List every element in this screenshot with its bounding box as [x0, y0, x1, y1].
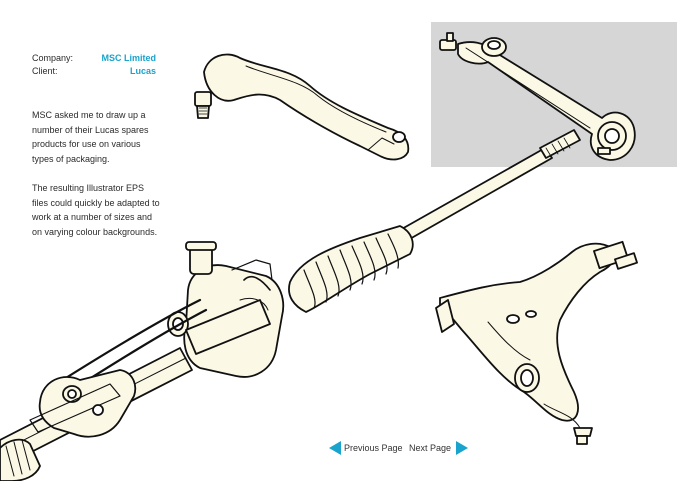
client-value: Lucas: [129, 66, 156, 76]
description-paragraph-1: MSC asked me to draw up a number of thei…: [32, 110, 149, 164]
company-label: Company:: [32, 53, 74, 63]
company-value: MSC Limited: [101, 53, 156, 63]
project-info: Company: MSC Limited Client: Lucas: [32, 52, 156, 78]
arrow-left-icon: [329, 441, 341, 455]
track-control-arm: [439, 32, 636, 161]
steering-rack: [0, 129, 581, 481]
client-row: Client: Lucas: [32, 65, 156, 78]
arrow-right-icon: [456, 441, 469, 455]
description-paragraph-2: The resulting Illustrator EPS files coul…: [32, 183, 160, 237]
next-page-label: Next Page: [409, 443, 452, 453]
tie-rod-end: [194, 53, 410, 161]
lower-control-arm: [435, 240, 638, 445]
previous-page-label: Previous Page: [344, 443, 403, 453]
client-label: Client:: [32, 66, 58, 76]
company-row: Company: MSC Limited: [32, 52, 156, 65]
previous-page-link[interactable]: Previous Page: [329, 441, 403, 455]
next-page-link[interactable]: Next Page: [409, 441, 469, 455]
